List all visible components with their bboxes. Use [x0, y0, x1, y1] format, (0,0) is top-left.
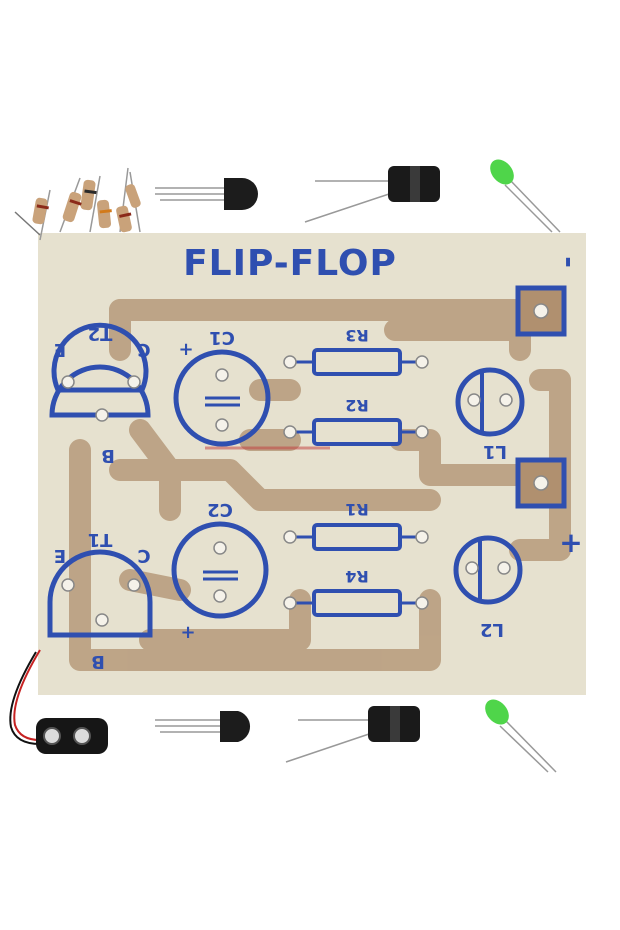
t2-emitter: E	[54, 339, 66, 360]
loose-led-top	[490, 159, 561, 233]
loose-led-bottom	[485, 699, 557, 773]
r4-label: R4	[345, 567, 368, 586]
l2-label: L2	[480, 619, 504, 640]
c2-label: C2	[207, 499, 233, 520]
resistor-r2: R2	[283, 396, 429, 446]
resistor-r1: R1	[283, 500, 429, 551]
c2-polarity: +	[180, 622, 195, 643]
terminal-positive: +	[515, 457, 583, 559]
t1-collector: C	[137, 545, 150, 566]
capacitor-c1: C1 +	[173, 327, 271, 447]
pcb-board: FLIP-FLOP - + T2 E C B	[38, 233, 586, 695]
led-l1: L1	[455, 367, 525, 462]
r2-label: R2	[345, 396, 368, 415]
r3-label: R3	[345, 326, 368, 345]
c1-polarity: +	[178, 339, 193, 360]
board-title: FLIP-FLOP	[183, 243, 397, 284]
transistor-t2	[51, 322, 149, 393]
transistor-t1: T1 E C B	[47, 529, 153, 672]
r1-label: R1	[345, 500, 368, 519]
resistor-r4: R4	[283, 567, 429, 617]
resistor-r3: R3	[283, 326, 429, 376]
t2-base: B	[101, 445, 115, 466]
loose-transistor-top	[155, 178, 258, 210]
t2-collector: C	[137, 339, 150, 360]
loose-capacitor-top	[304, 166, 440, 223]
loose-transistor-bottom	[155, 711, 251, 742]
terminal-negative: -	[515, 256, 583, 337]
led-l2: L2	[453, 535, 523, 640]
loose-capacitor-bottom	[285, 706, 420, 763]
battery-snap	[9, 649, 108, 754]
t1-emitter: E	[54, 545, 66, 566]
t1-base: B	[91, 651, 105, 672]
transistor-t2-outline: T2 E C B	[49, 323, 151, 466]
t1-label: T1	[88, 529, 113, 550]
c1-label: C1	[209, 327, 235, 348]
terminal-negative-label: -	[550, 256, 583, 268]
l1-label: L1	[483, 441, 507, 462]
resistor-bundle	[14, 167, 141, 241]
terminal-positive-label: +	[559, 526, 582, 559]
t2-label: T2	[88, 323, 113, 344]
capacitor-c2: C2 +	[171, 499, 269, 643]
